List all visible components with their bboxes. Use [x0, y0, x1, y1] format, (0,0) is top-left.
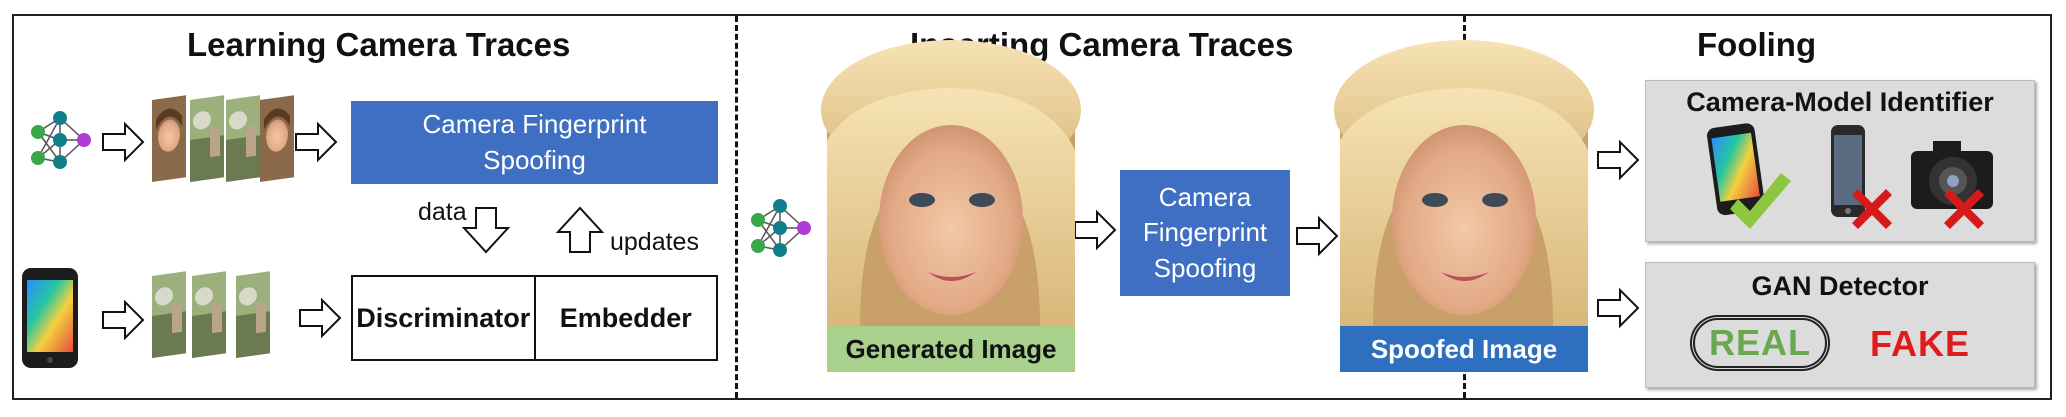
face-samples-stack [152, 95, 294, 182]
arrow-right-icon [102, 301, 144, 339]
camera-fingerprint-spoofing-box-2: Camera Fingerprint Spoofing [1120, 170, 1290, 296]
neural-network-icon [750, 198, 812, 258]
identifier-icons [1707, 123, 1993, 229]
arrow-right-icon [1074, 211, 1116, 249]
generated-face-image [821, 40, 1081, 326]
real-stamp: REAL [1690, 315, 1830, 371]
discriminator-cell: Discriminator [356, 302, 531, 333]
check-icon [1730, 173, 1791, 229]
gan-detector-panel: GAN Detector REAL FAKE [1645, 262, 2035, 388]
identifier-title: Camera-Model Identifier [1686, 87, 1994, 117]
embedder-cell: Embedder [533, 277, 717, 359]
spoofed-face-image [1334, 40, 1594, 326]
iphone-icon [1831, 125, 1865, 217]
arrow-up-icon [555, 206, 605, 253]
arrow-down-icon [461, 207, 511, 254]
generated-image-caption: Generated Image [827, 326, 1075, 372]
section-divider-1 [735, 16, 738, 398]
gan-detector-title: GAN Detector [1751, 271, 1929, 301]
updates-label: updates [610, 228, 699, 256]
fooling-title: Fooling [1697, 26, 1817, 63]
data-label: data [418, 198, 467, 226]
arrow-right-icon [102, 123, 144, 161]
camera-samples-stack [152, 271, 270, 358]
spoofing-box-2-label: Camera Fingerprint Spoofing [1142, 182, 1268, 283]
camera-model-identifier-panel: Camera-Model Identifier [1645, 80, 2035, 242]
diagram-frame [12, 14, 2052, 400]
smartphone-icon [1707, 123, 1765, 216]
spoofed-image-caption: Spoofed Image [1340, 326, 1588, 372]
arrow-right-icon [1296, 217, 1338, 255]
neural-network-icon [30, 110, 92, 170]
fake-stamp: FAKE [1870, 323, 1971, 364]
camera-fingerprint-spoofing-box: Camera Fingerprint Spoofing [351, 101, 718, 184]
arrow-right-icon [1597, 289, 1639, 327]
arrow-right-icon [295, 123, 337, 161]
arrow-right-icon [299, 299, 341, 337]
spoofing-box-label: Camera Fingerprint Spoofing [422, 109, 647, 175]
smartphone-icon [22, 268, 78, 368]
arrow-right-icon [1597, 141, 1639, 179]
discriminator-embedder-box: Discriminator Embedder [351, 275, 718, 361]
learning-title: Learning Camera Traces [187, 26, 571, 63]
